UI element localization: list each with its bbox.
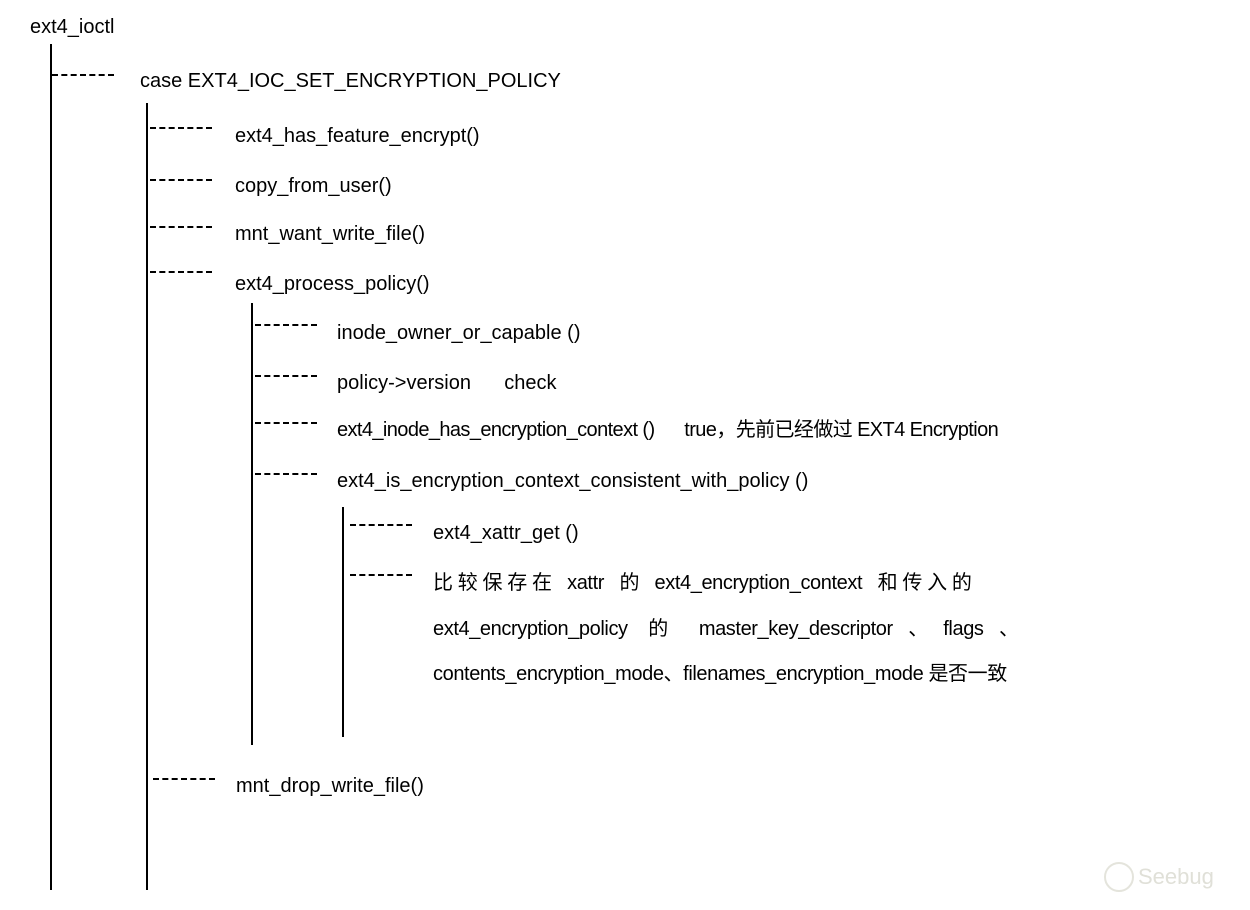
branch-dash — [350, 574, 412, 576]
branch-dash — [52, 74, 114, 76]
branch-dash — [150, 226, 212, 228]
compare-text-line: contents_encryption_mode、filenames_encry… — [433, 663, 1007, 685]
branch-dash — [255, 324, 317, 326]
node-mnt-want-write: mnt_want_write_file() — [235, 223, 426, 245]
seebug-logo-icon — [1104, 862, 1134, 892]
branch-dash — [255, 375, 317, 377]
node-context-consistent: ext4_is_encryption_context_consistent_wi… — [337, 470, 809, 492]
tree-line — [342, 507, 344, 737]
root-node: ext4_ioctl — [30, 16, 115, 38]
branch-dash — [150, 127, 212, 129]
branch-dash — [150, 179, 212, 181]
node-copy-from-user: copy_from_user() — [235, 175, 392, 197]
tree-line — [251, 303, 253, 745]
watermark-text: Seebug — [1138, 864, 1214, 889]
branch-dash — [255, 473, 317, 475]
node-process-policy: ext4_process_policy() — [235, 273, 430, 295]
node-policy-version: policy->version check — [337, 372, 557, 394]
compare-text-line: 比 较 保 存 在 xattr 的 ext4_encryption_contex… — [433, 572, 972, 594]
tree-line — [146, 103, 148, 890]
node-xattr-get: ext4_xattr_get () — [433, 522, 579, 544]
branch-dash — [350, 524, 412, 526]
seebug-watermark: Seebug — [1104, 862, 1214, 892]
branch-dash — [150, 271, 212, 273]
case-node: case EXT4_IOC_SET_ENCRYPTION_POLICY — [140, 70, 561, 92]
node-inode-owner: inode_owner_or_capable () — [337, 322, 581, 344]
branch-dash — [153, 778, 215, 780]
node-mnt-drop-write: mnt_drop_write_file() — [236, 775, 424, 797]
tree-line — [50, 44, 52, 890]
branch-dash — [255, 422, 317, 424]
node-has-feature-encrypt: ext4_has_feature_encrypt() — [235, 125, 480, 147]
compare-text-line: ext4_encryption_policy 的 master_key_desc… — [433, 618, 1019, 640]
node-has-encryption-context: ext4_inode_has_encryption_context () tru… — [337, 419, 999, 441]
